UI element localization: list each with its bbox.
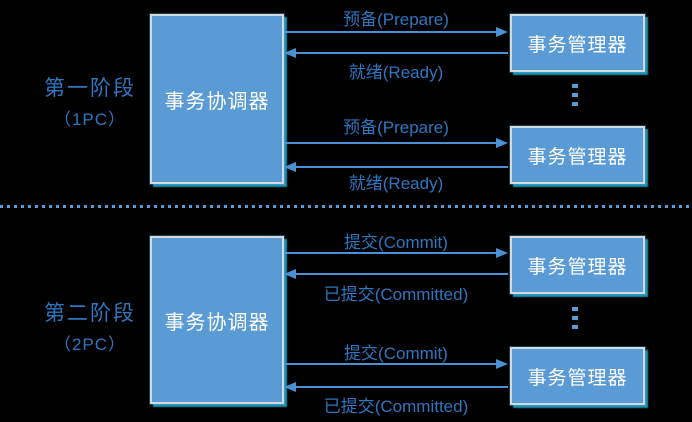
manager-box-1: 事务管理器 bbox=[510, 14, 645, 72]
phase2-label-line2: （2PC） bbox=[53, 335, 127, 354]
arrow-line bbox=[294, 273, 508, 275]
message-label-prepare-2: 预备(Prepare) bbox=[343, 118, 449, 137]
message-label-commit-2: 提交(Commit) bbox=[344, 344, 448, 363]
coordinator-box-phase1: 事务协调器 bbox=[150, 14, 284, 184]
arrowhead-right-icon bbox=[496, 359, 508, 369]
message-label-committed-2: 已提交(Committed) bbox=[323, 397, 469, 416]
managers-ellipsis-phase2 bbox=[572, 307, 578, 329]
coordinator-label: 事务协调器 bbox=[164, 311, 270, 334]
ellipsis-dot bbox=[572, 93, 578, 97]
arrow-commit-2 bbox=[284, 358, 508, 370]
message-label-committed-1: 已提交(Committed) bbox=[323, 285, 469, 304]
ellipsis-dot bbox=[572, 325, 578, 329]
phase2-label-line1: 第二阶段 bbox=[44, 302, 136, 325]
arrow-line bbox=[284, 363, 498, 365]
ellipsis-dot bbox=[572, 307, 578, 311]
message-label-ready-2: 就绪(Ready) bbox=[348, 174, 444, 193]
arrow-prepare-2 bbox=[284, 137, 508, 149]
phase-divider-dotted-line bbox=[0, 205, 692, 208]
manager-label: 事务管理器 bbox=[527, 367, 628, 389]
manager-box-4: 事务管理器 bbox=[510, 347, 645, 405]
arrowhead-right-icon bbox=[496, 248, 508, 258]
arrow-commit-1 bbox=[284, 247, 508, 259]
arrow-ready-1 bbox=[284, 47, 508, 59]
coordinator-label: 事务协调器 bbox=[164, 90, 270, 113]
arrow-line bbox=[284, 31, 498, 33]
arrowhead-left-icon bbox=[284, 382, 296, 392]
ellipsis-dot bbox=[572, 102, 578, 106]
arrow-line bbox=[284, 252, 498, 254]
arrow-prepare-1 bbox=[284, 26, 508, 38]
arrow-line bbox=[294, 386, 508, 388]
arrowhead-right-icon bbox=[496, 138, 508, 148]
arrowhead-left-icon bbox=[284, 162, 296, 172]
ellipsis-dot bbox=[572, 316, 578, 320]
arrow-ready-2 bbox=[284, 161, 508, 173]
manager-label: 事务管理器 bbox=[527, 256, 628, 278]
manager-box-2: 事务管理器 bbox=[510, 126, 645, 184]
message-label-ready-1: 就绪(Ready) bbox=[348, 63, 444, 82]
phase1-label-line2: （1PC） bbox=[53, 110, 127, 129]
manager-label: 事务管理器 bbox=[527, 146, 628, 168]
arrowhead-left-icon bbox=[284, 269, 296, 279]
phase2-label: 第二阶段 （2PC） bbox=[14, 297, 166, 355]
arrow-committed-2 bbox=[284, 381, 508, 393]
arrow-committed-1 bbox=[284, 268, 508, 280]
arrowhead-right-icon bbox=[496, 27, 508, 37]
manager-box-3: 事务管理器 bbox=[510, 236, 645, 294]
manager-label: 事务管理器 bbox=[527, 34, 628, 56]
arrow-line bbox=[294, 166, 508, 168]
phase1-label: 第一阶段 （1PC） bbox=[14, 72, 166, 130]
message-label-prepare-1: 预备(Prepare) bbox=[343, 10, 449, 29]
phase1-label-line1: 第一阶段 bbox=[44, 77, 136, 100]
ellipsis-dot bbox=[572, 84, 578, 88]
arrowhead-left-icon bbox=[284, 48, 296, 58]
arrow-line bbox=[284, 142, 498, 144]
coordinator-box-phase2: 事务协调器 bbox=[150, 236, 284, 404]
arrow-line bbox=[294, 52, 508, 54]
managers-ellipsis-phase1 bbox=[572, 84, 578, 106]
message-label-commit-1: 提交(Commit) bbox=[344, 233, 448, 252]
